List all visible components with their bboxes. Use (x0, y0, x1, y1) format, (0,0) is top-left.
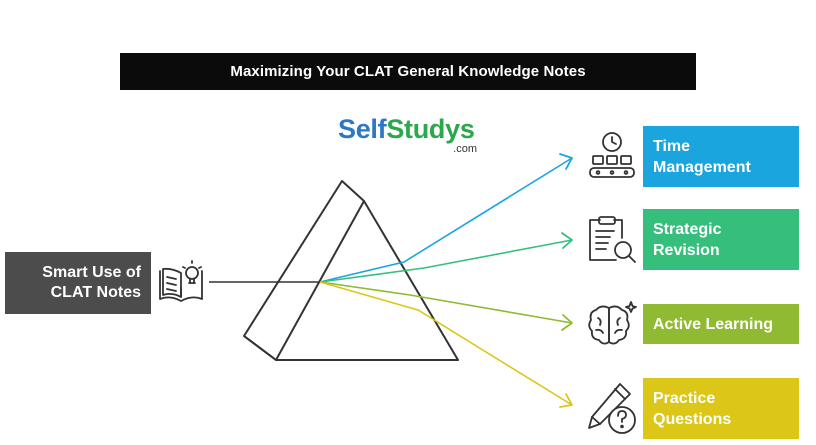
selfstudys-logo: SelfStudys .com (338, 114, 483, 158)
prism (243, 180, 459, 361)
logo-text-studys: Studys (386, 114, 475, 144)
arrowhead-practice-questions (559, 393, 573, 408)
output-beams (319, 157, 573, 406)
pencil-question-icon (588, 383, 636, 434)
open-book-lightbulb-icon (159, 260, 203, 302)
output-label-line2: Revision (653, 241, 720, 259)
arrowhead-active-learning (561, 314, 573, 331)
output-active-learning: Active Learning (643, 304, 799, 344)
beam-practice-questions (319, 281, 573, 406)
clipboard-magnifier-icon (589, 216, 636, 263)
output-label-line1: Active Learning (653, 315, 774, 333)
logo-text-self: Self (338, 114, 387, 144)
input-label-line1: Smart Use of (42, 264, 141, 281)
diagram-title: Maximizing Your CLAT General Knowledge N… (120, 53, 696, 90)
output-label-line1: Time (653, 137, 691, 155)
beam-strategic-revision (319, 239, 573, 283)
beam-active-learning (319, 281, 573, 324)
output-time-management: Time Management (643, 126, 799, 187)
beam-time-management (319, 157, 573, 283)
input-label-line2: CLAT Notes (50, 284, 141, 301)
output-practice-questions: Practice Questions (643, 378, 799, 439)
brain-sparkle-icon (588, 301, 637, 345)
output-label-line1: Strategic (653, 220, 722, 238)
output-strategic-revision: Strategic Revision (643, 209, 799, 270)
output-label-line1: Practice (653, 389, 716, 407)
arrowhead-strategic-revision (561, 232, 573, 249)
output-label-line2: Questions (653, 410, 732, 428)
arrowhead-time-management (559, 153, 573, 170)
logo-text-com: .com (453, 143, 477, 155)
output-label-line2: Management (653, 158, 751, 176)
clock-calendar-icon (589, 132, 635, 178)
input-box: Smart Use of CLAT Notes (5, 252, 151, 314)
